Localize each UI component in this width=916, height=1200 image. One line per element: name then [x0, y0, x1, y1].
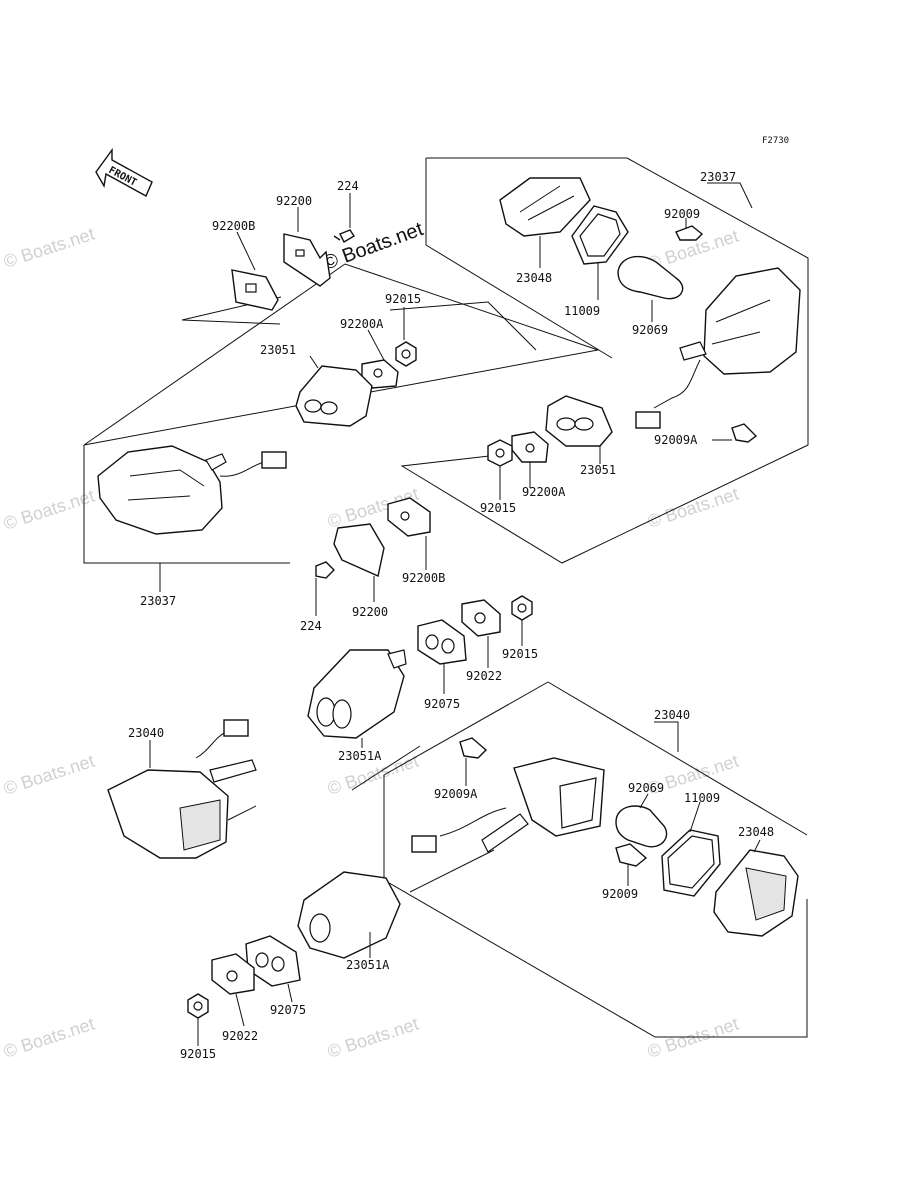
grommet-92075-rear: [417, 619, 467, 665]
assembly-frames: [83, 157, 809, 1038]
boot-23051-top: [295, 365, 373, 427]
label-92200-top: 92200: [276, 194, 312, 208]
leader-lines: [149, 182, 761, 1046]
watermark: © Boats.net: [645, 1014, 741, 1062]
screw-224-mid: [315, 561, 335, 579]
label-23051a-mid: 23051A: [338, 749, 382, 763]
bracket-92200-mid: [333, 523, 385, 577]
label-23051-right: 23051: [580, 463, 616, 477]
screw-92009a-right: [731, 423, 758, 443]
label-92009a-right: 92009A: [654, 433, 698, 447]
screw-92009a-lower: [459, 737, 488, 759]
watermark: © Boats.net: [1, 224, 97, 272]
label-23048-lower: 23048: [738, 825, 774, 839]
lens-23048-top: [499, 177, 591, 237]
label-23051-top: 23051: [260, 343, 296, 357]
label-92069-top: 92069: [632, 323, 668, 337]
label-224-top: 224: [337, 179, 359, 193]
boot-23051a-low: [297, 871, 401, 959]
label-92075-rear: 92075: [424, 697, 460, 711]
label-92200b-mid: 92200B: [402, 571, 445, 585]
watermark: © Boats.net: [1, 751, 97, 799]
watermark: © Boats.net: [1, 1014, 97, 1062]
label-92200-mid: 92200: [352, 605, 388, 619]
watermark: © Boats.net: [325, 1014, 421, 1062]
label-92022-low: 92022: [222, 1029, 258, 1043]
turn-signal-23037-right: [703, 267, 801, 375]
parts: [97, 177, 801, 1019]
label-92015-rear: 92015: [502, 647, 538, 661]
label-23040-left: 23040: [128, 726, 164, 740]
label-92015-low: 92015: [180, 1047, 216, 1061]
label-11009-lower: 11009: [684, 791, 720, 805]
watermark: © Boats.net: [1, 486, 97, 534]
label-23051a-low: 23051A: [346, 958, 390, 972]
bulb-92069-lower: [615, 805, 668, 848]
label-92200a-mid: 92200A: [522, 485, 566, 499]
label-92015-mid: 92015: [480, 501, 516, 515]
screw-92009-top: [675, 225, 704, 241]
screw-224-top: [333, 229, 355, 243]
label-92015-top: 92015: [385, 292, 421, 306]
bracket-92200-top: [283, 233, 331, 287]
diagram-code: F2730: [762, 136, 789, 146]
label-92075-low: 92075: [270, 1003, 306, 1017]
turn-signal-23037-left: [97, 445, 223, 535]
label-92200a-top: 92200A: [340, 317, 384, 331]
bulb-92069-top: [617, 255, 684, 300]
label-23048-top: 23048: [516, 271, 552, 285]
label-224-mid: 224: [300, 619, 322, 633]
label-92022-rear: 92022: [466, 669, 502, 683]
label-23040-right: 23040: [654, 708, 690, 722]
label-23037-right: 23037: [700, 170, 736, 184]
watermark-dark: © Boats.net: [320, 218, 426, 275]
label-92009-top: 92009: [664, 207, 700, 221]
label-92069-lower: 92069: [628, 781, 664, 795]
label-11009-top: 11009: [564, 304, 600, 318]
label-92009a-lower: 92009A: [434, 787, 478, 801]
label-23037-left: 23037: [140, 594, 176, 608]
label-92009-lower: 92009: [602, 887, 638, 901]
watermark: © Boats.net: [645, 484, 741, 532]
front-arrow-icon: FRONT: [95, 147, 153, 197]
screw-92009-lower: [615, 843, 648, 867]
part-labels: 92200B 92200 224 92015 92200A 23051 2303…: [128, 170, 774, 1061]
label-92200b-top: 92200B: [212, 219, 255, 233]
